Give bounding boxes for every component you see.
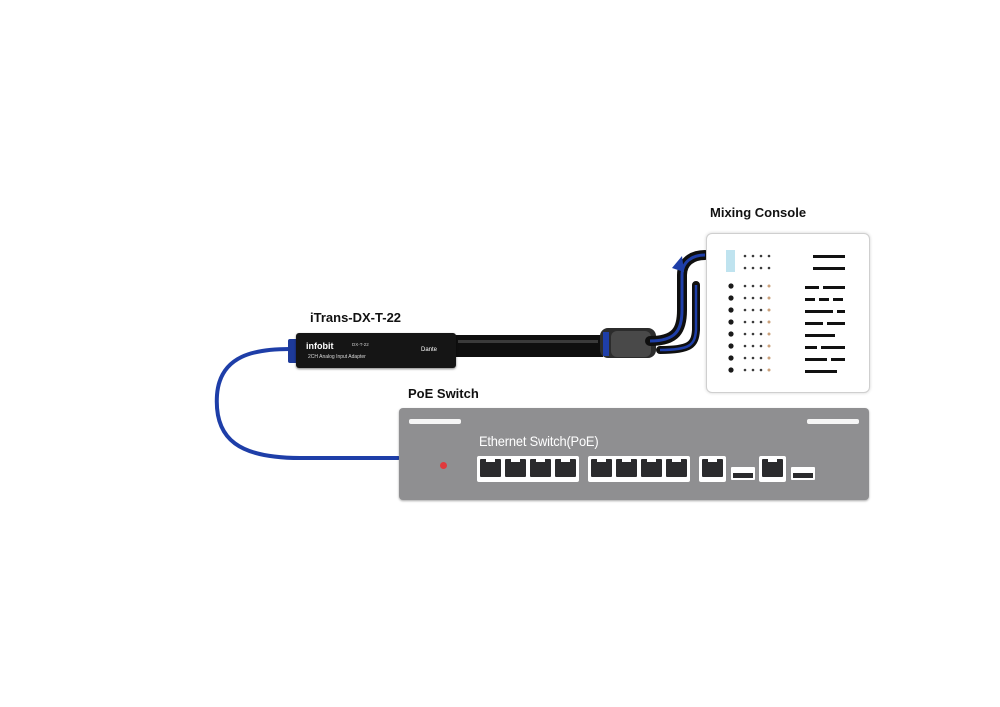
dante-logo: Dante — [421, 347, 438, 353]
console-controls — [728, 254, 845, 373]
adapter-model: DX-T-22 — [352, 342, 369, 347]
adapter-description: 2CH Analog Input Adapter — [308, 354, 366, 360]
adapter-brand: infobit — [306, 341, 334, 351]
rack-slot-right — [807, 419, 859, 424]
switch-title: Ethernet Switch(PoE) — [479, 433, 599, 449]
port-group-3 — [699, 456, 726, 482]
rj45-port — [762, 458, 783, 477]
power-led — [440, 462, 447, 469]
mixing-console — [706, 233, 870, 393]
rj45-port — [555, 458, 576, 477]
rj45-port — [702, 458, 723, 477]
mixing-console-label: Mixing Console — [710, 205, 807, 220]
xlr-cable-body — [455, 335, 603, 357]
rj45-port — [505, 458, 526, 477]
rj45-port — [480, 458, 501, 477]
sfp-port — [731, 467, 755, 480]
rj45-port — [616, 458, 637, 477]
adapter-label: iTrans-DX-T-22 — [310, 310, 402, 325]
port-group-1 — [477, 456, 579, 482]
xlr-cable-highlight — [458, 340, 598, 343]
console-display — [726, 250, 735, 272]
port-group-2 — [588, 456, 690, 482]
ethernet-cable — [214, 347, 400, 460]
itrans-adapter: infobit DX-T-22 2CH Analog Input Adapter… — [296, 333, 456, 368]
rj45-port — [591, 458, 612, 477]
poe-switch: Ethernet Switch(PoE) — [399, 408, 869, 500]
rj45-port — [666, 458, 687, 477]
rack-slot-left — [409, 419, 461, 424]
rj45-port — [641, 458, 662, 477]
rj45-port — [530, 458, 551, 477]
poe-switch-label: PoE Switch — [408, 386, 479, 401]
adapter-rj45-end — [288, 339, 298, 363]
port-group-4 — [759, 456, 786, 482]
sfp-port — [791, 467, 815, 480]
